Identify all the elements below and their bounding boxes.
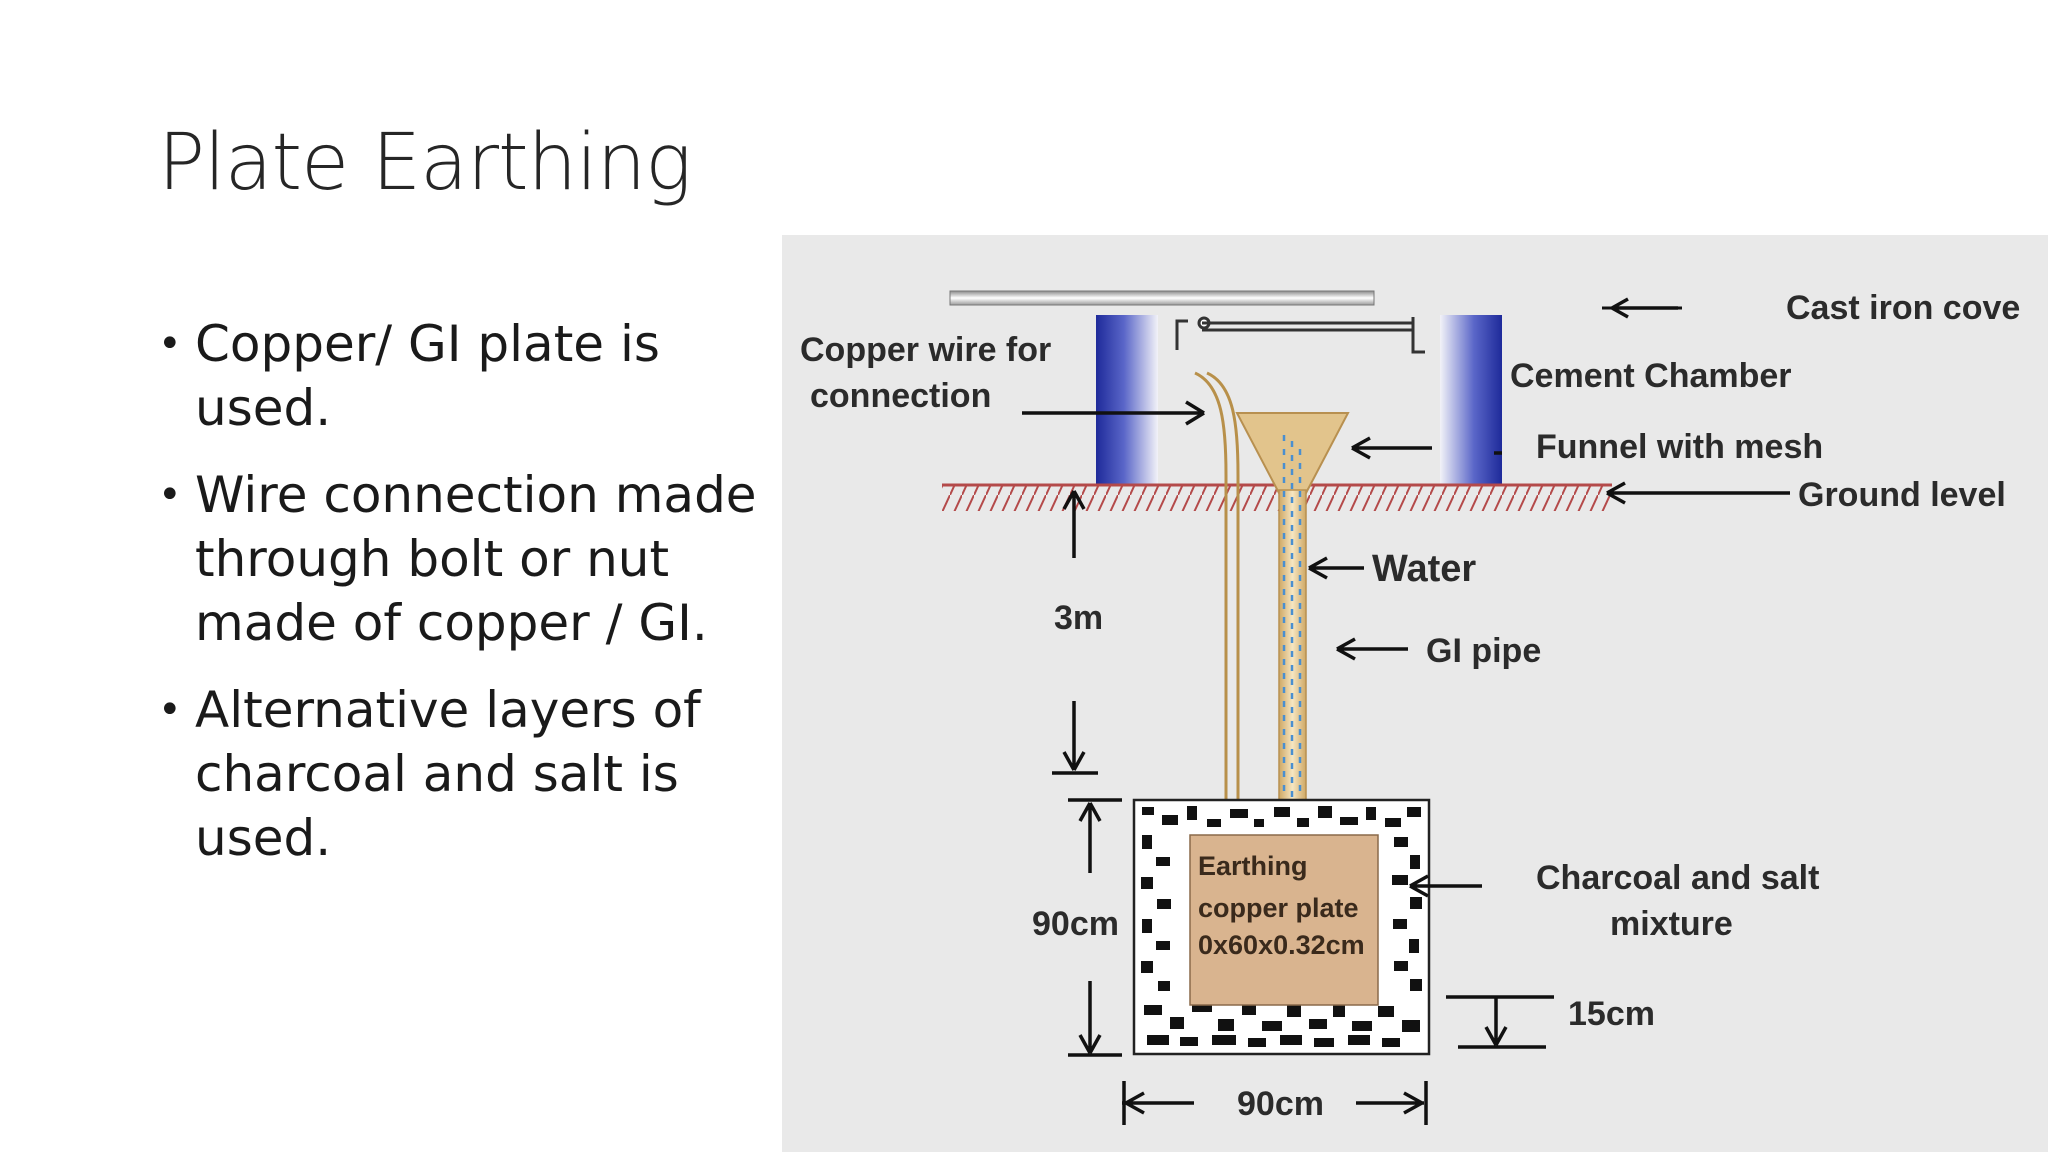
bullet-item: • Wire connection made through bolt or n… (150, 463, 770, 655)
label-charcoal-line1: Charcoal and salt (1536, 859, 1819, 897)
label-cement-chamber: Cement Chamber (1510, 357, 1792, 395)
bullet-text: Wire connection made through bolt or nut… (195, 466, 757, 652)
label-bottom-layer: 15cm (1568, 995, 1655, 1033)
plate-label-line2: copper plate (1198, 893, 1359, 923)
label-depth: 3m (1054, 599, 1103, 637)
bullet-item: • Alternative layers of charcoal and sal… (150, 678, 770, 870)
dimension-pit-width-right (1356, 1081, 1428, 1125)
label-cast-iron-cover: Cast iron cove (1786, 289, 2020, 327)
funnel (1235, 412, 1350, 494)
label-gi-pipe: GI pipe (1426, 632, 1541, 670)
dimension-3m-up (1062, 490, 1086, 558)
arrow-copper-wire (1022, 400, 1205, 426)
slide-title: Plate Earthing (158, 118, 692, 208)
label-funnel: Funnel with mesh (1536, 428, 1823, 466)
dimension-pit-height-down (1068, 981, 1122, 1057)
dimension-pit-height-up (1068, 798, 1122, 873)
bullet-text: Copper/ GI plate is used. (195, 315, 660, 437)
arrow-water (1308, 556, 1364, 580)
arrow-gi-pipe (1336, 637, 1408, 661)
dimension-bottom-layer (1446, 995, 1554, 1049)
chamber-wall-left (1096, 315, 1158, 485)
copper-wire (1194, 371, 1240, 800)
label-ground-level: Ground level (1798, 476, 2006, 514)
arrow-funnel (1351, 436, 1432, 460)
cast-iron-cover (949, 290, 1375, 306)
label-pit-width: 90cm (1237, 1085, 1324, 1123)
dimension-3m-down (1052, 701, 1098, 775)
earthing-copper-plate (1189, 834, 1379, 1006)
label-copper-wire-line2: connection (810, 377, 991, 415)
arrow-cast-iron-cover-head (1611, 297, 1678, 319)
top-bolt-icon (1175, 316, 1425, 354)
label-water: Water (1372, 548, 1476, 590)
label-pit-height: 90cm (1032, 905, 1119, 943)
charcoal-lumps (1141, 806, 1422, 1047)
bullet-item: • Copper/ GI plate is used. (150, 312, 770, 440)
chamber-wall-right (1440, 315, 1502, 485)
dimension-pit-width-left (1122, 1081, 1194, 1125)
bullet-list: • Copper/ GI plate is used. • Wire conne… (150, 312, 770, 893)
water-in-pipe (1282, 435, 1302, 805)
arrow-ground-level (1606, 481, 1790, 505)
plate-label-line1: Earthing (1198, 851, 1308, 881)
label-charcoal-line2: mixture (1610, 905, 1733, 943)
plate-label-line3: 0x60x0.32cm (1198, 930, 1365, 960)
plate-earthing-diagram: Earthing copper plate 0x60x0.32cm Cast i… (782, 235, 2048, 1152)
label-copper-wire-line1: Copper wire for (800, 331, 1051, 369)
bullet-text: Alternative layers of charcoal and salt … (195, 681, 701, 867)
bullet-dot-icon: • (158, 687, 182, 733)
arrow-charcoal (1409, 874, 1482, 898)
bullet-dot-icon: • (158, 321, 182, 367)
bullet-dot-icon: • (158, 472, 182, 518)
